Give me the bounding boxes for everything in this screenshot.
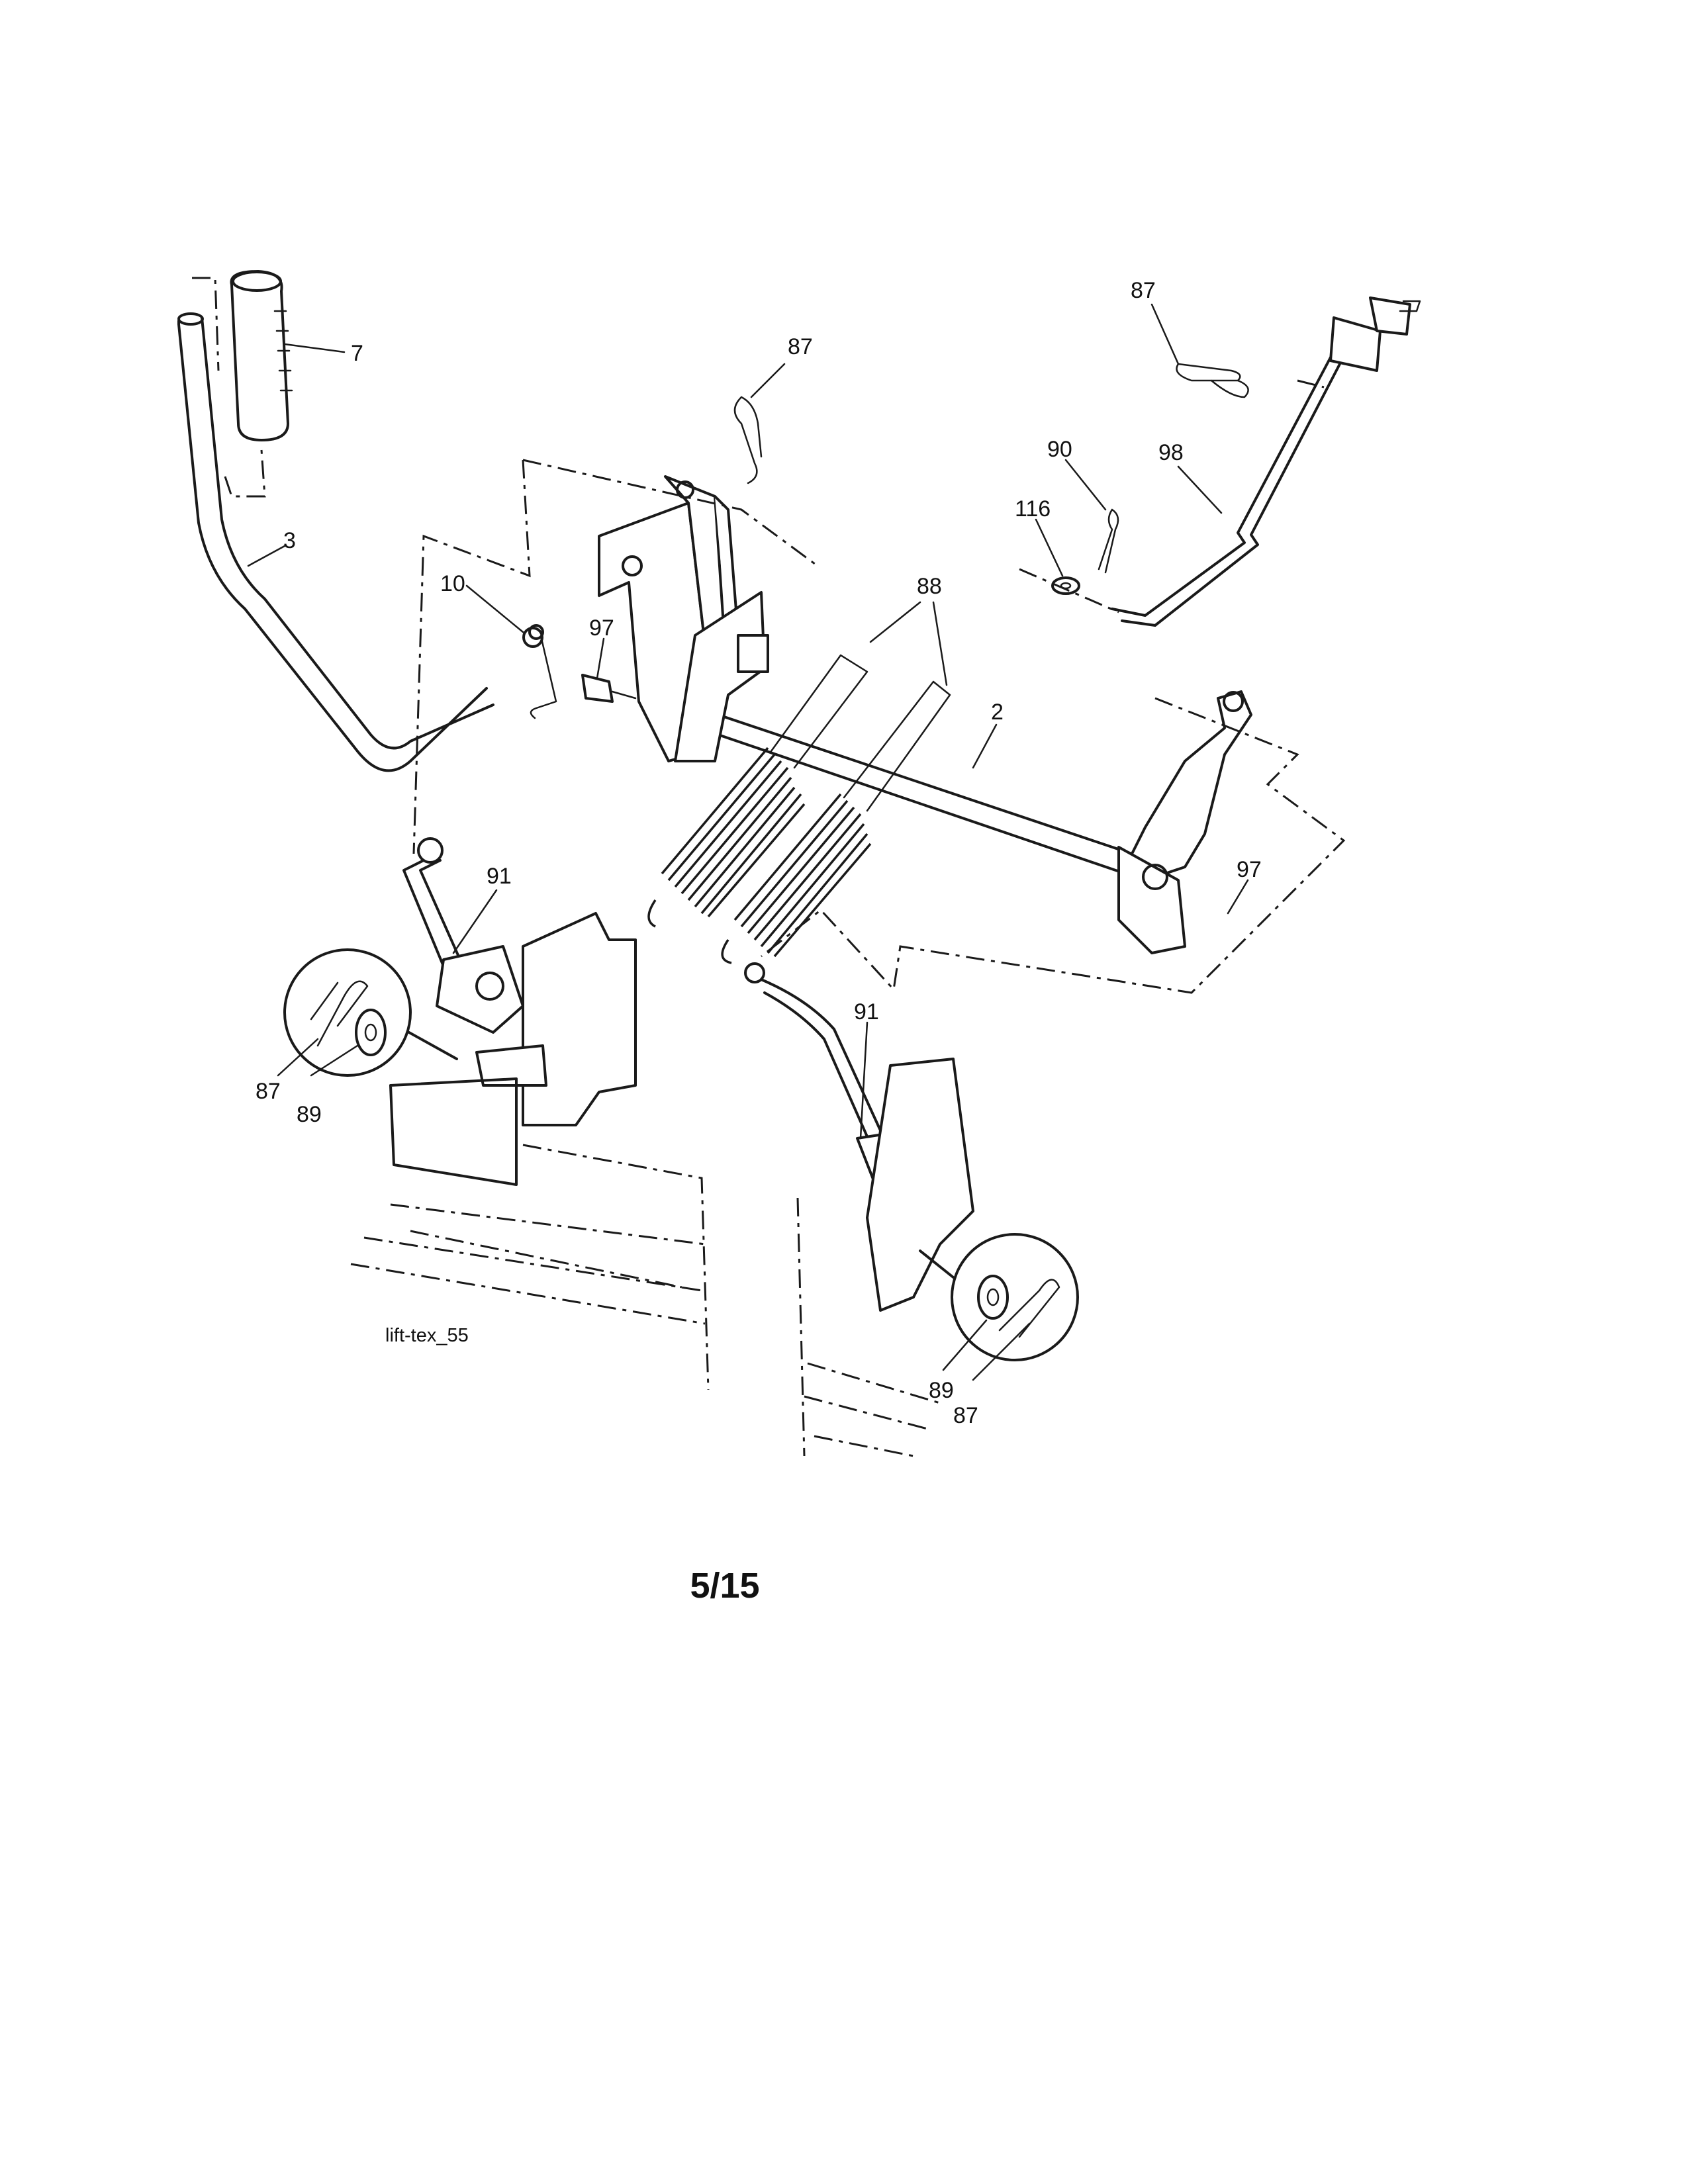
- callout-97-right: 97: [1237, 857, 1262, 882]
- callout-89-detail-right: 89: [929, 1378, 954, 1403]
- callout-87-top: 87: [788, 334, 813, 359]
- callout-97-left: 97: [589, 615, 614, 641]
- callout-87-right: 87: [1131, 278, 1156, 303]
- shaft-bracket: [674, 591, 769, 762]
- figure-id-label: lift-tex_55: [385, 1325, 469, 1346]
- lift-shaft: [694, 708, 1133, 875]
- extension-springs: [647, 654, 951, 964]
- callout-10: 10: [440, 571, 465, 596]
- left-frame-outline: [350, 1077, 710, 1390]
- callout-89-detail-left: 89: [297, 1102, 322, 1127]
- callout-2: 2: [991, 700, 1004, 725]
- callout-88: 88: [917, 574, 942, 599]
- leader-lines: [247, 303, 1249, 1381]
- bolt-97-left: [581, 674, 637, 703]
- callout-98: 98: [1158, 440, 1184, 465]
- spring-right: [721, 680, 951, 964]
- page-number: 5/15: [690, 1566, 760, 1606]
- left-lift-link-91: [402, 837, 524, 1034]
- detail-circle-right: [919, 1233, 1079, 1361]
- hairpin-clip-87-right: [1176, 363, 1249, 398]
- callout-labels: 7 3 87 10 97 88 2 87 90 98 116 97 91 91 …: [256, 278, 1262, 1428]
- callout-3: 3: [283, 528, 296, 553]
- callout-91-left: 91: [487, 864, 512, 889]
- spring-left: [647, 654, 868, 928]
- left-side-plate: [475, 912, 637, 1126]
- lift-handle-rod: [177, 312, 494, 772]
- cotter-pin-90: [1098, 508, 1119, 574]
- callout-116: 116: [1015, 496, 1051, 522]
- callout-87-detail-left: 87: [256, 1079, 281, 1104]
- callout-90: 90: [1047, 437, 1072, 462]
- right-side-plate: [866, 1058, 974, 1312]
- adjustment-rod-98: [1111, 296, 1421, 627]
- detail-circle-left: [283, 948, 458, 1077]
- torsion-spring-10: [522, 624, 557, 719]
- callout-91-right: 91: [854, 999, 879, 1024]
- hairpin-clip-87-top: [733, 396, 763, 484]
- callout-7: 7: [351, 341, 363, 366]
- right-lift-arm: [1117, 690, 1252, 954]
- callout-87-detail-right: 87: [953, 1403, 978, 1428]
- handle-grip: [230, 270, 293, 441]
